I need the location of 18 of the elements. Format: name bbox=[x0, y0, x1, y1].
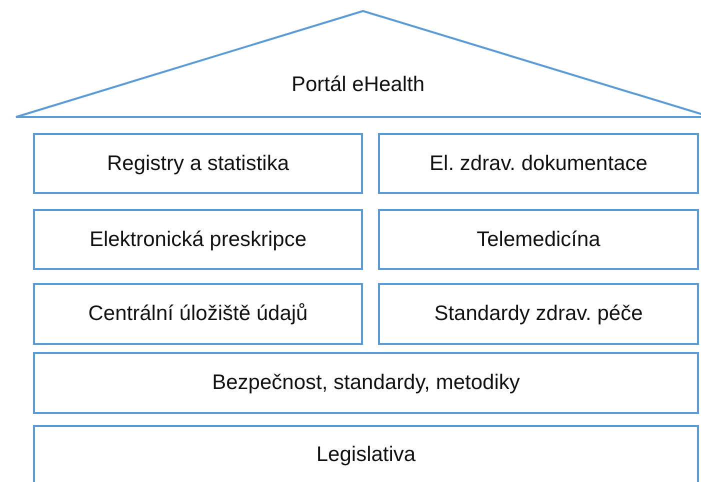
node-label: Bezpečnost, standardy, metodiky bbox=[212, 370, 520, 396]
pillar-box bbox=[378, 133, 699, 194]
pillar-box bbox=[378, 283, 699, 345]
roof-triangle bbox=[15, 10, 701, 118]
pillar-box bbox=[33, 283, 363, 345]
node-label: Centrální úložiště údajů bbox=[88, 301, 308, 328]
node-label: Telemedicína bbox=[476, 226, 600, 253]
node-label: El. zdrav. dokumentace bbox=[430, 150, 648, 177]
node-label: Standardy zdrav. péče bbox=[434, 301, 643, 328]
node-label: Registry a statistika bbox=[106, 150, 290, 177]
node-label: Portál eHealth bbox=[291, 72, 425, 98]
pillar-box bbox=[33, 352, 699, 414]
base-band bbox=[33, 425, 699, 482]
node-label: Elektronická preskripce bbox=[89, 226, 307, 253]
pillar-box bbox=[378, 209, 699, 270]
pillar-box bbox=[33, 209, 363, 270]
node-label: Legislativa bbox=[316, 442, 416, 468]
pillar-box bbox=[33, 133, 363, 194]
